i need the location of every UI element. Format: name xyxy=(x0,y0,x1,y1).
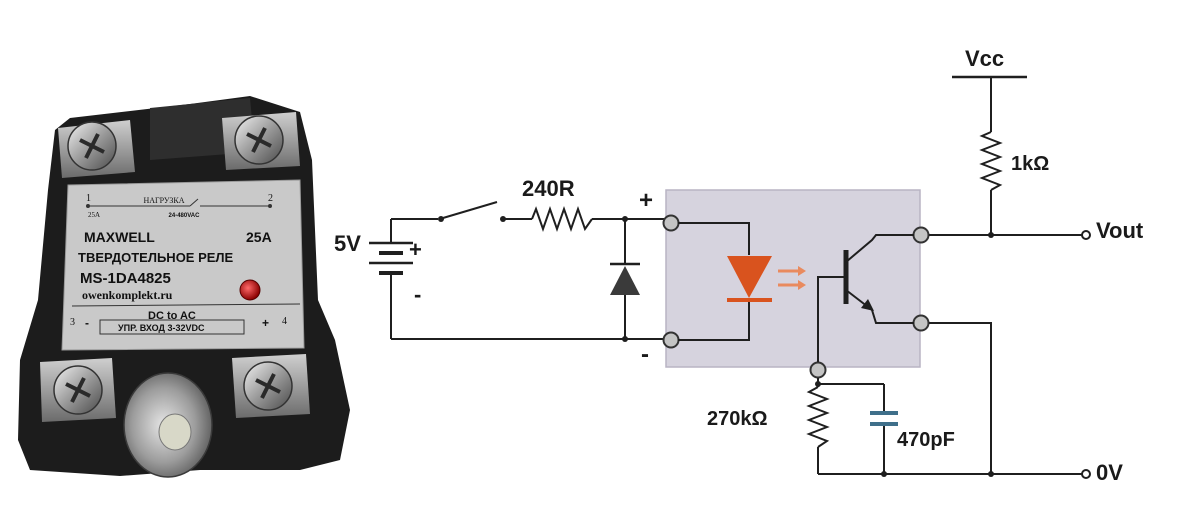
battery-symbol xyxy=(369,219,413,339)
vcc-label: Vcc xyxy=(965,46,1004,71)
load-label: НАГРУЗКА xyxy=(143,196,184,205)
relay-label-plate xyxy=(61,179,305,351)
load-range-label: 24-480VAC xyxy=(169,213,201,219)
transistor-emitter-wire xyxy=(871,309,914,324)
supply-minus-label: - xyxy=(414,282,421,307)
led-triangle xyxy=(727,256,772,298)
label-divider xyxy=(71,303,301,307)
terminal-3-label: 3 xyxy=(70,317,75,328)
control-input-box xyxy=(99,319,245,335)
terminal-4-screw xyxy=(232,354,310,418)
model-label: MS-1DA4825 xyxy=(80,270,171,287)
type-ru-label: ТВЕРДОТЕЛЬНОЕ РЕЛЕ xyxy=(78,250,234,265)
series-resistor-symbol xyxy=(531,205,593,233)
junction-ground-emitter xyxy=(988,471,994,477)
ground-label: 0V xyxy=(1096,460,1123,485)
protection-diode-symbol xyxy=(610,219,640,339)
site-label: owenkomplekt.ru xyxy=(82,288,173,302)
rating-label: 25A xyxy=(246,229,272,245)
opto-pin-emitter xyxy=(912,314,930,332)
transistor-collector-lead xyxy=(845,234,914,263)
circuit-diagram: 5V + - 240R + - xyxy=(334,46,1144,485)
current-small-label: 25A xyxy=(88,211,100,219)
switch-contact-left xyxy=(438,216,444,222)
opto-pin-base xyxy=(809,361,827,379)
vout-terminal xyxy=(1081,230,1091,240)
control-input-label: УПР. ВХОД 3-32VDC xyxy=(118,323,205,333)
junction-output xyxy=(988,232,994,238)
terminal-2-dot xyxy=(268,204,272,208)
optocoupler-package xyxy=(665,189,921,368)
switch-contact-right xyxy=(500,216,506,222)
control-plus-label: + xyxy=(262,316,269,330)
terminal-2-screw xyxy=(222,112,300,170)
indicator-led xyxy=(239,279,261,301)
brand-label: MAXWELL xyxy=(84,229,155,245)
junction-ground-cap xyxy=(881,471,887,477)
ground-terminal xyxy=(1081,469,1091,479)
capacitor-label: 470pF xyxy=(897,429,955,451)
series-resistor-label: 240R xyxy=(522,176,575,201)
vout-label: Vout xyxy=(1096,218,1144,243)
terminal-1-screw xyxy=(58,120,135,178)
base-resistor-label: 270kΩ xyxy=(707,408,768,430)
terminal-2-label: 2 xyxy=(268,193,273,204)
opto-pin-collector xyxy=(912,226,930,244)
led-anode-wire xyxy=(678,222,750,255)
pullup-resistor-label: 1kΩ xyxy=(1011,153,1049,175)
opto-minus-label: - xyxy=(641,341,649,368)
mode-label: DC to AC xyxy=(148,310,196,322)
opto-pin-anode xyxy=(662,214,680,232)
base-resistor-symbol xyxy=(806,386,830,448)
light-emission-arrows xyxy=(778,266,806,290)
led-cathode-wire xyxy=(678,300,750,341)
terminal-1-label: 1 xyxy=(86,193,91,204)
solid-state-relay: НАГРУЗКА 24-480VAC 1 2 25A MAXWELL 25A Т… xyxy=(18,96,350,478)
supply-voltage-label: 5V xyxy=(334,231,361,256)
transistor-base-wire xyxy=(817,276,846,362)
terminal-1-dot xyxy=(86,204,90,208)
terminal-4-label: 4 xyxy=(282,316,287,327)
pullup-resistor-symbol xyxy=(979,131,1003,191)
supply-plus-label: + xyxy=(409,237,422,262)
terminal-3-screw xyxy=(40,358,116,422)
opto-plus-label: + xyxy=(639,187,653,214)
control-minus-label: - xyxy=(85,316,89,330)
load-switch-symbol xyxy=(189,198,199,207)
transistor-emitter-arrow xyxy=(861,299,874,311)
mounting-hole xyxy=(158,413,192,451)
switch-lever xyxy=(442,201,498,219)
wire-emitter-ground xyxy=(929,322,992,474)
opto-pin-cathode xyxy=(662,331,680,349)
